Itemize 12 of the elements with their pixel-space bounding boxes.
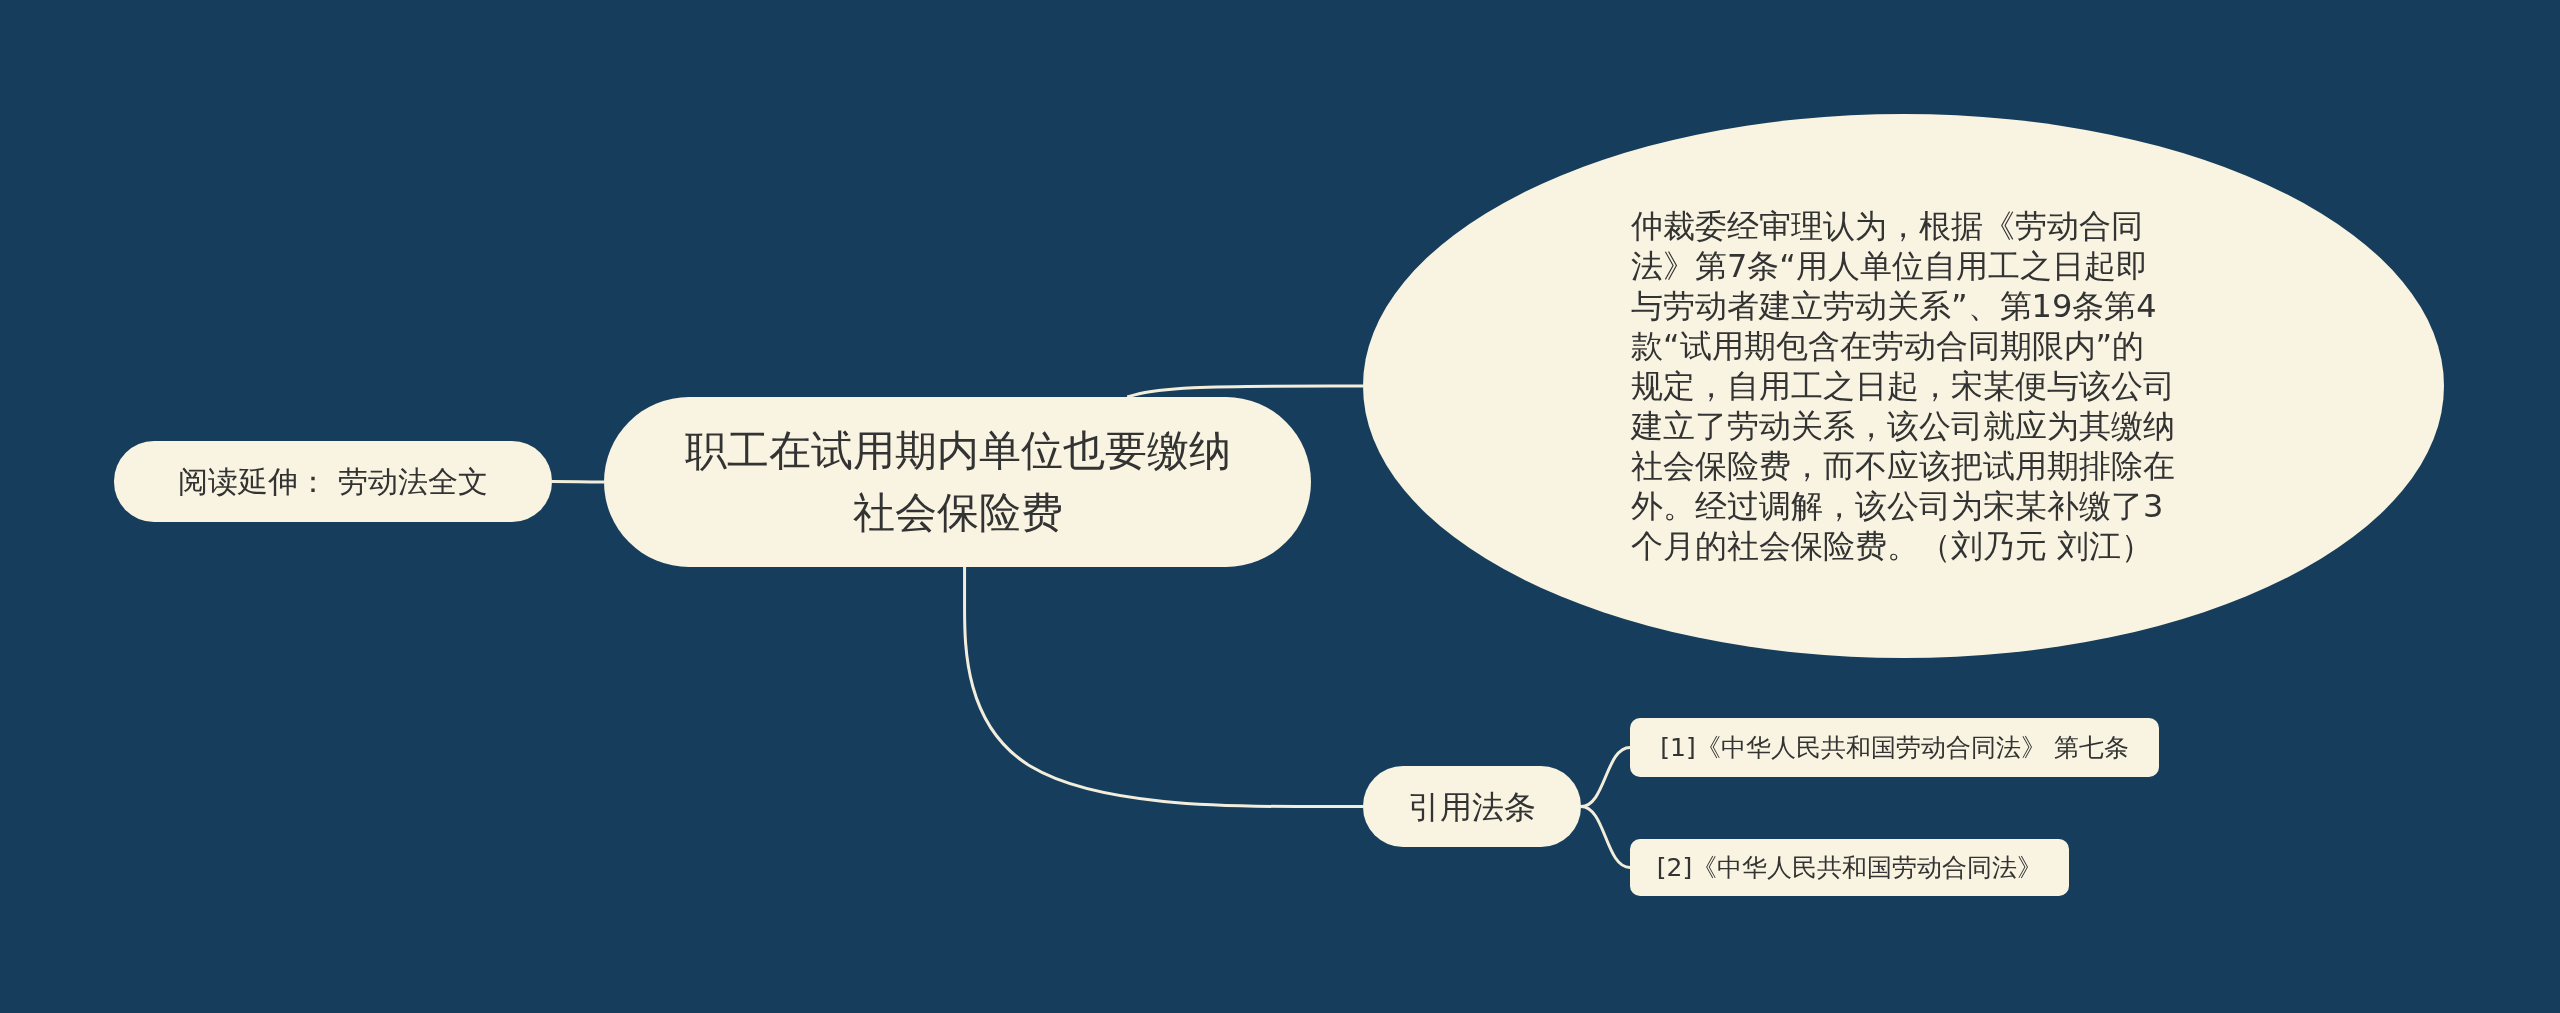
connector-line [552,480,604,484]
topic-text: 引用法条 [1408,786,1536,827]
topic-text: 阅读延伸： 劳动法全文 [178,462,488,501]
topic-text: 职工在试用期内单位也要缴纳社会保险费 [683,425,1232,539]
topic-text: 仲裁委经审理认为，根据《劳动合同法》第7条“用人单位自用工之日起即与劳动者建立劳动关系”、第19条第4款“试用期包含在劳动合同期限内”的规定，自用工之日起，宋某便与该公司建立了劳动关系，该公司就应为其缴纳社会保险费，而不应该把试用期排除在外。经过调解，该公司为宋某补缴了3个月的社会保险费。（刘乃元 刘江） [1631,206,2176,566]
connector-line [1580,805,1631,869]
connector-line [963,567,1363,808]
reference-box [1630,718,2159,777]
topic-text: [2]《中华人民共和国劳动合同法》 [1656,851,2043,884]
connector-line [1126,384,1363,399]
topic-text: [1]《中华人民共和国劳动合同法》 第七条 [1660,731,2129,764]
reference-box [1630,839,2069,896]
